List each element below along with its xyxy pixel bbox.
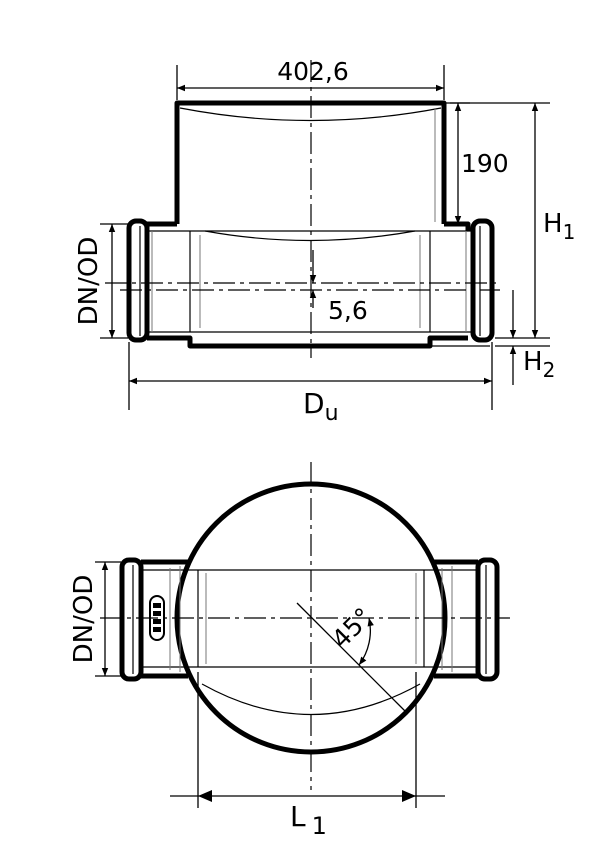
dim-dn-side: DN/OD (74, 223, 128, 339)
right-socket (430, 218, 495, 343)
dim-du: Du (128, 342, 493, 426)
dim-h2: H2 (495, 290, 555, 385)
dim-du-label: Du (303, 387, 339, 426)
dim-dn-side-label: DN/OD (74, 237, 104, 326)
dim-riser-height: 190 (446, 102, 509, 225)
dim-h1-label: H1 (543, 209, 575, 244)
dim-h1: H1 (450, 102, 575, 339)
left-pipe-stub (119, 557, 198, 682)
dim-width-label: 402,6 (277, 57, 349, 86)
dim-offset-label: 5,6 (328, 296, 368, 325)
dim-angle: 45° (296, 602, 408, 714)
dim-dn-top-label: DN/OD (69, 575, 99, 664)
dim-offset: 5,6 (309, 250, 368, 325)
dim-riser-height-label: 190 (461, 149, 509, 178)
dim-width: 402,6 (176, 57, 445, 100)
dim-angle-label: 45° (326, 602, 378, 654)
pipe-body (144, 221, 490, 349)
dim-dn-top: DN/OD (69, 561, 121, 677)
left-socket (126, 218, 190, 343)
side-view: 402,6 190 H1 H2 DN/OD (74, 57, 575, 426)
dim-h2-label: H2 (523, 347, 555, 382)
right-pipe-stub (424, 557, 500, 682)
